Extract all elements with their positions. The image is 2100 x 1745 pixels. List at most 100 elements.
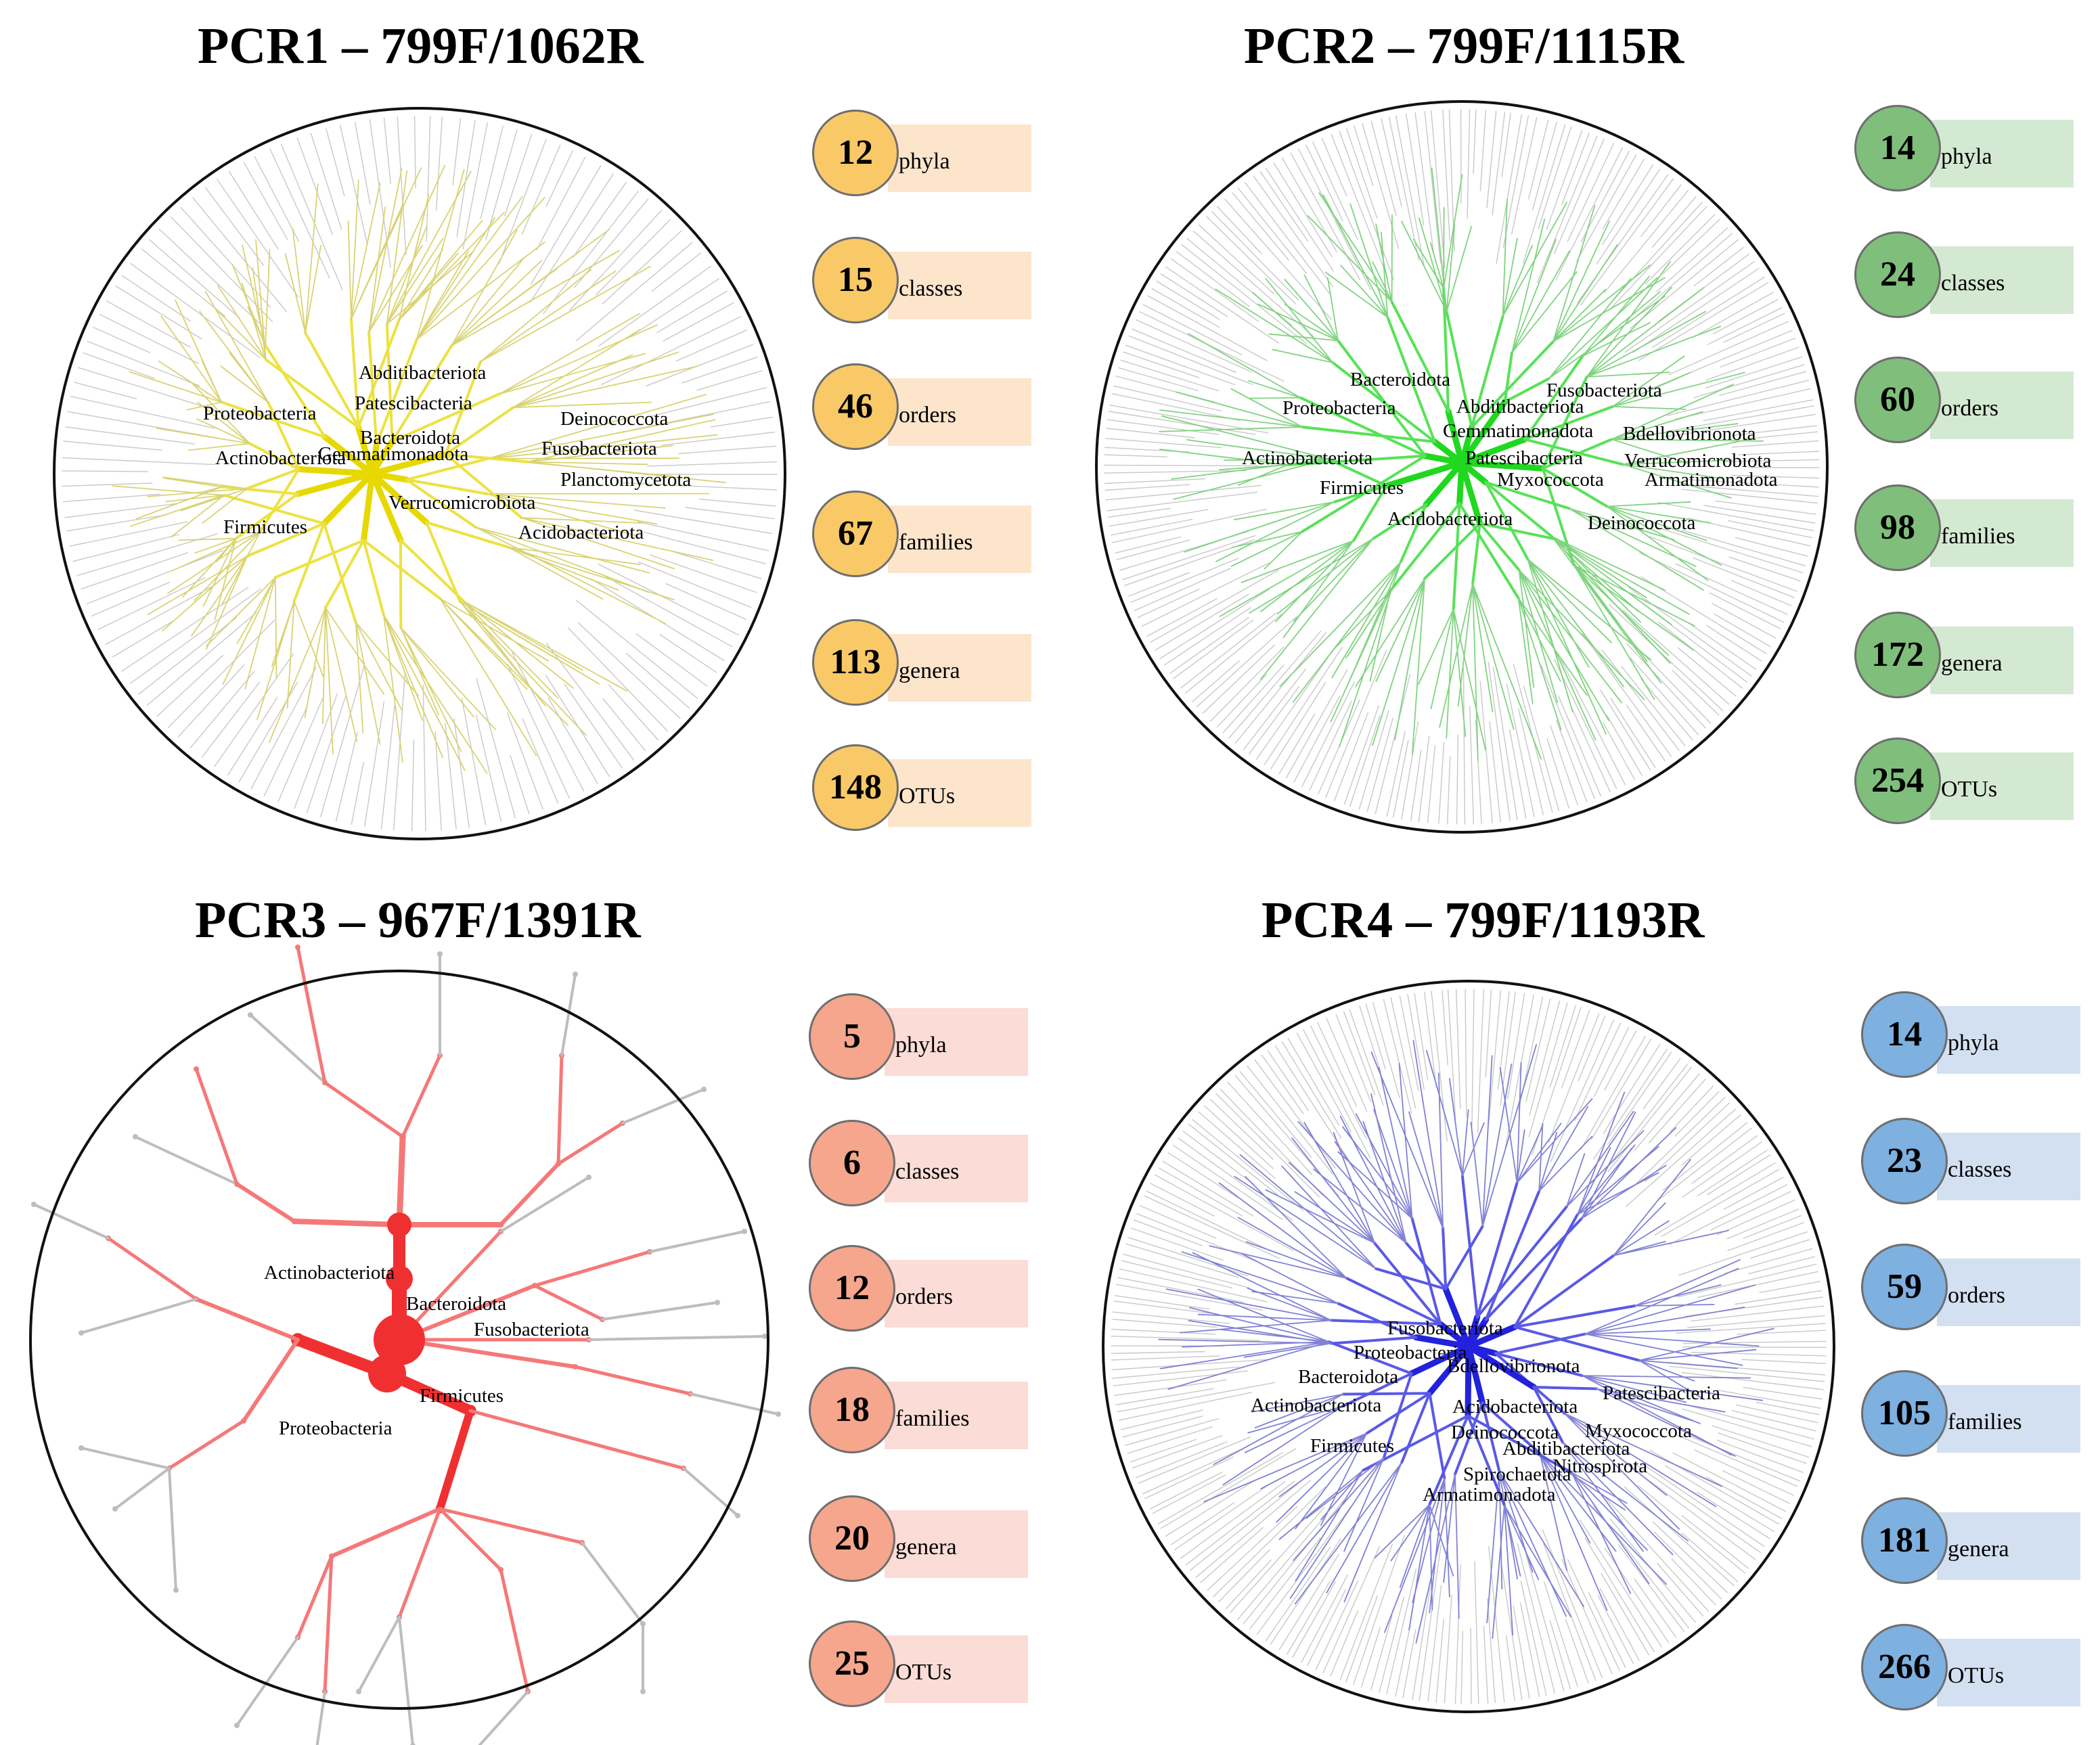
leaf-branch [1582, 633, 1672, 757]
leaf-branch [507, 664, 570, 799]
trunk-branch [1383, 459, 1465, 489]
leaf-branch [602, 574, 733, 648]
clade-branch [248, 442, 300, 471]
clade-branch [194, 1297, 300, 1342]
leaf-branch [1185, 1480, 1295, 1566]
tree-root-node [1462, 1340, 1475, 1353]
leaf-branch [1139, 1205, 1217, 1239]
stat-count-label: genera [895, 1535, 957, 1560]
leaf-branch [434, 731, 442, 831]
twig-branch [129, 371, 223, 403]
twig-branch [1527, 558, 1607, 735]
stat-count-value: 12 [838, 133, 873, 172]
twig-branch [1638, 1359, 1738, 1369]
leaf-branch [1108, 411, 1256, 435]
twig-branch [499, 1176, 590, 1233]
twig-branch [1444, 1477, 1450, 1598]
stat-label-background [885, 1382, 1028, 1449]
twig-branch [1429, 1477, 1446, 1614]
twig-branch [215, 538, 237, 563]
leaf-branch [1317, 1022, 1358, 1107]
twig-branch [1264, 530, 1303, 570]
stat-count-value: 148 [829, 768, 882, 807]
twig-branch [1571, 1472, 1628, 1504]
leaf-branch [1358, 710, 1389, 810]
leaf-branch [201, 681, 260, 758]
twig-branch [499, 1568, 530, 1694]
twig-branch [1231, 530, 1303, 548]
clade-branch [1382, 1372, 1413, 1459]
leaf-branch [1711, 603, 1777, 639]
leaf-branch [1365, 1003, 1386, 1070]
leaf-branch [1716, 1389, 1821, 1409]
leaf-branch [1198, 1111, 1276, 1179]
leaf-branch [1232, 192, 1289, 260]
twig-branch [556, 1053, 564, 1166]
trunk-branch [321, 470, 376, 527]
leaf-branch [1107, 419, 1220, 435]
leaf-branch [545, 643, 634, 761]
clade-branch [1330, 1319, 1442, 1325]
twig-branch [1165, 1288, 1332, 1321]
leaf-branch [1456, 734, 1459, 825]
twig-branch [1375, 578, 1426, 682]
twig-branch [1399, 1503, 1431, 1588]
clade-branch [399, 539, 465, 603]
leaf-branch [1488, 661, 1511, 821]
leaf-branch [1749, 1239, 1810, 1259]
twig-branch [80, 1298, 198, 1334]
twig-branch [1292, 561, 1402, 703]
twig-branch [1188, 333, 1301, 399]
leaf-branch [1486, 110, 1497, 208]
leaf-branch [1111, 393, 1241, 422]
twig-branch [1577, 1147, 1611, 1215]
twig-branch [1551, 536, 1662, 684]
leaf-branch [682, 357, 758, 384]
leaf-branch [141, 248, 226, 317]
leaf-branch [1607, 715, 1643, 776]
twig-branch [1595, 1388, 1695, 1422]
clade-branch [1513, 1305, 1636, 1329]
twig-branch [1584, 1284, 1756, 1335]
leaf-branch [663, 302, 734, 342]
twig-branch [194, 538, 237, 554]
leaf-branch [485, 129, 518, 240]
leaf-branch [522, 718, 559, 804]
leaf-branch [1321, 137, 1347, 197]
leaf-branch [1652, 276, 1766, 348]
twig-branch [162, 476, 248, 489]
leaf-branch [1703, 505, 1816, 524]
clade-branch [405, 478, 489, 495]
leaf-branch [1209, 1099, 1274, 1160]
leaf-branch [1117, 1277, 1245, 1303]
stat-label-background [1937, 1259, 2080, 1326]
twig-branch [1197, 1288, 1330, 1342]
trunk-branch [1458, 436, 1528, 466]
leaf-branch [1543, 1581, 1578, 1687]
tree-node [234, 1723, 240, 1728]
twig-branch [221, 531, 261, 605]
leaf-branch [1290, 152, 1361, 281]
leaf-branch [1169, 617, 1249, 674]
twig-branch [463, 600, 628, 692]
clade-branch [1299, 396, 1427, 457]
twig-branch [1584, 1333, 1760, 1347]
leaf-branch [1114, 1379, 1227, 1397]
twig-branch [1241, 1252, 1339, 1305]
tree-node [31, 1202, 37, 1207]
leaf-branch [1525, 998, 1551, 1103]
stat-count-label: families [1941, 524, 2015, 549]
leaf-branch [1601, 649, 1680, 751]
leaf-branch [91, 581, 171, 617]
twig-branch [1439, 583, 1474, 728]
leaf-branch [1705, 346, 1800, 381]
leaf-branch [1709, 592, 1781, 629]
twig-branch [560, 973, 577, 1057]
leaf-branch [1123, 351, 1200, 378]
trunk-branch [1445, 408, 1465, 466]
twig-branch [1611, 423, 1739, 440]
clade-branch [1442, 287, 1450, 413]
